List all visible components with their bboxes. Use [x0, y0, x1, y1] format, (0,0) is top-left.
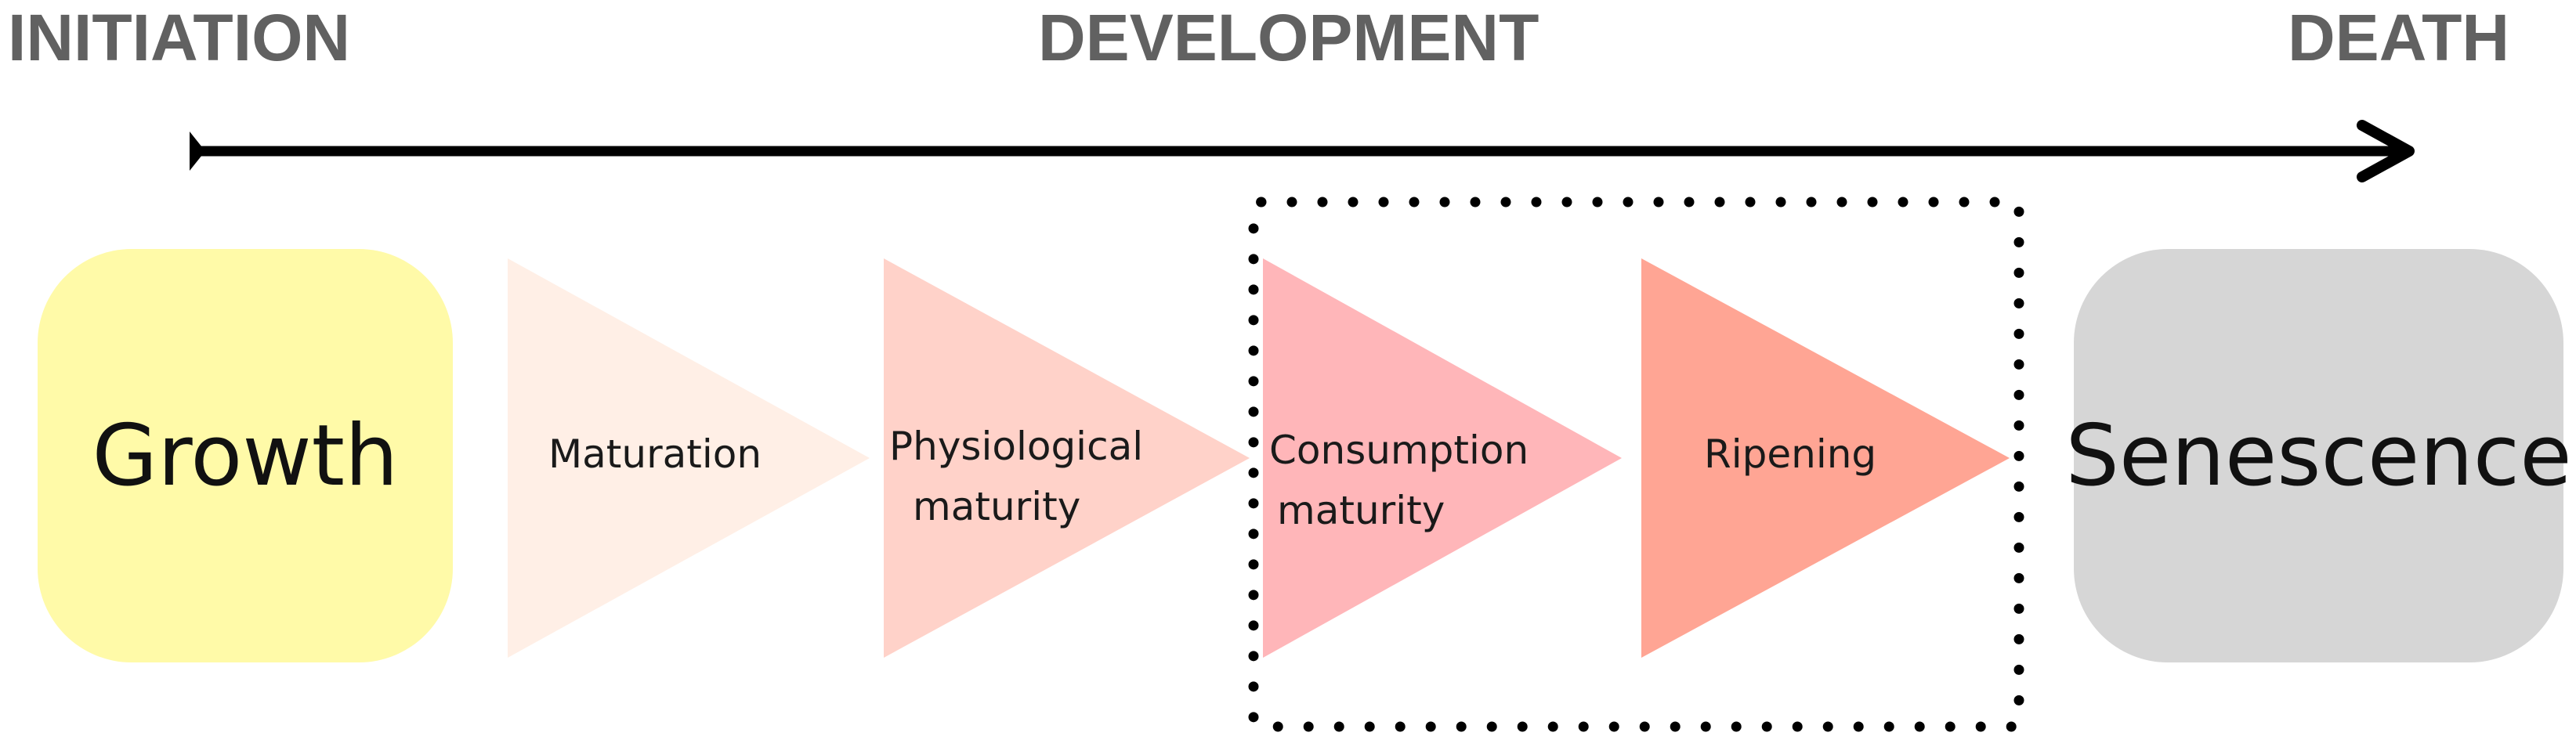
triangle-physiological-maturity [884, 258, 1250, 658]
stage-label-death: DEATH [2288, 1, 2510, 74]
senescence-label: Senescence [2065, 406, 2572, 505]
stage-label-development: DEVELOPMENT [1038, 1, 1539, 74]
consumption-maturity-label-line2: maturity [1277, 488, 1445, 533]
growth-box: Growth [38, 249, 453, 662]
timeline-arrow [190, 120, 2415, 182]
timeline-tail [190, 132, 205, 171]
growth-label: Growth [92, 406, 399, 505]
physiological-maturity-label-line2: maturity [913, 484, 1081, 529]
timeline-arrowhead [2357, 120, 2415, 182]
triangle-ripening [1641, 258, 2010, 658]
triangle-maturation [508, 258, 870, 658]
ripening-label: Ripening [1704, 431, 1877, 477]
triangle-consumption-maturity [1263, 258, 1622, 658]
senescence-box: Senescence [2065, 249, 2572, 662]
physiological-maturity-label-line1: Physiological [889, 424, 1144, 469]
stage-label-initiation: INITIATION [8, 1, 351, 74]
maturation-label: Maturation [548, 431, 762, 477]
consumption-maturity-label-line1: Consumption [1269, 428, 1529, 473]
